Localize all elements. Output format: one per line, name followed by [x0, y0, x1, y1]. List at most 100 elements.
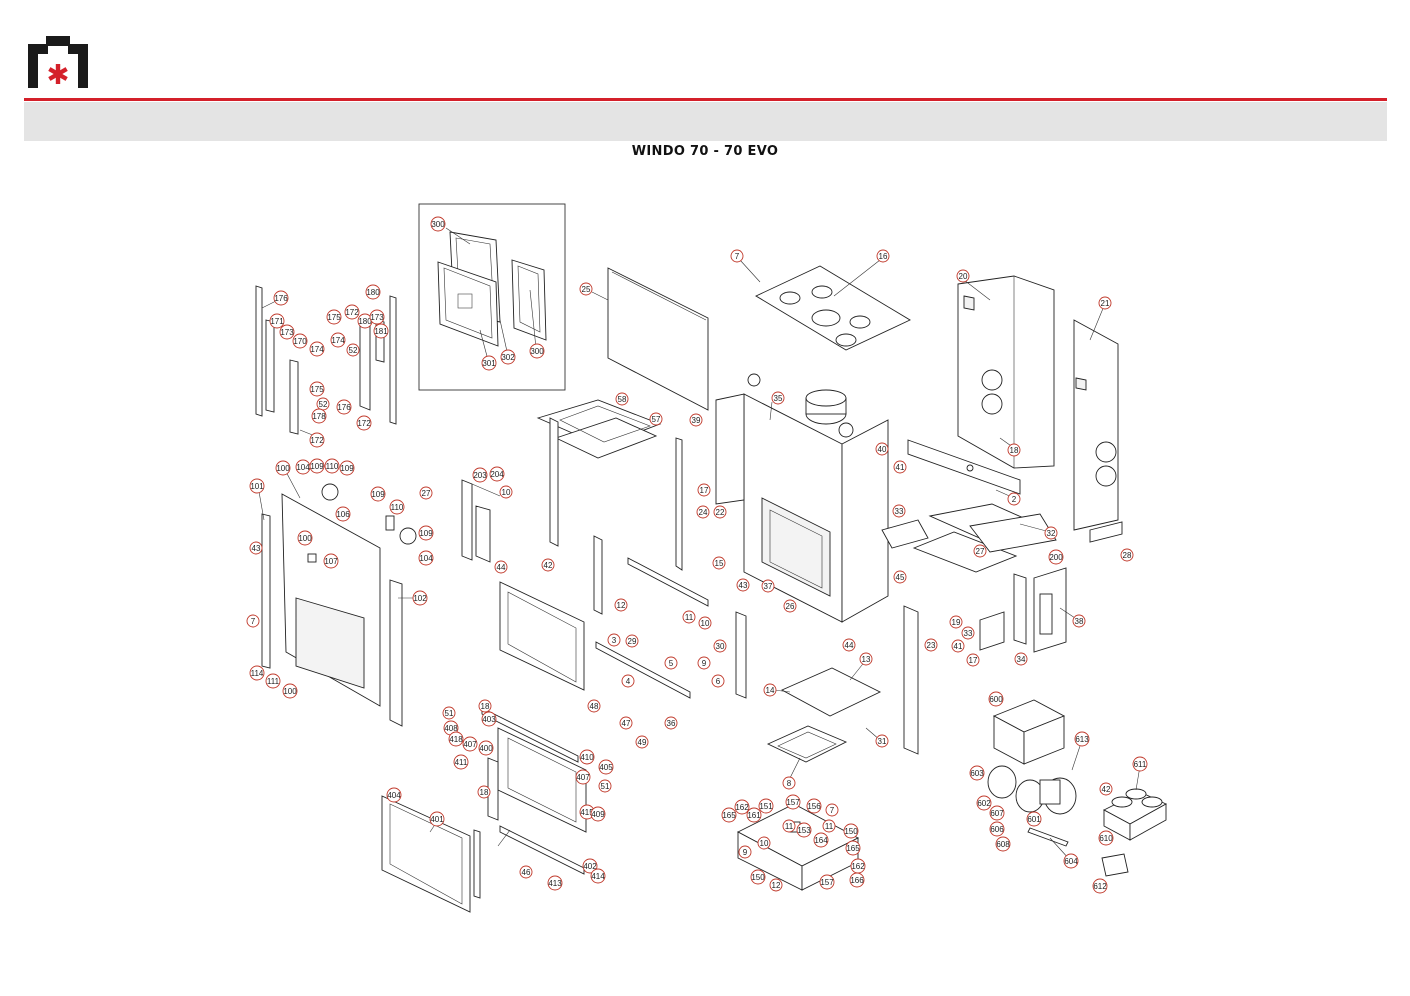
callout-circle — [1007, 443, 1021, 457]
part-callout: 410 — [579, 749, 595, 765]
callout-circle — [519, 865, 533, 879]
part-callout: 2 — [1007, 492, 1021, 506]
callout-circle — [369, 309, 385, 325]
callout-number: 300 — [530, 347, 544, 356]
callout-number: 109 — [310, 462, 324, 471]
callout-circle — [697, 656, 711, 670]
callout-number: 402 — [583, 862, 597, 871]
callout-number: 37 — [764, 582, 773, 591]
part-callout: 613 — [1074, 731, 1090, 747]
callout-circle — [961, 626, 975, 640]
part-callout: 109 — [309, 458, 325, 474]
part-callout: 150 — [843, 823, 859, 839]
part-callout: 35 — [771, 391, 785, 405]
part-callout: 608 — [995, 836, 1011, 852]
callout-circle — [635, 735, 649, 749]
callout-number: 41 — [896, 463, 905, 472]
callout-circle — [478, 740, 494, 756]
part-callout: 27 — [973, 544, 987, 558]
callout-number: 178 — [312, 412, 326, 421]
callout-number: 418 — [449, 735, 463, 744]
part-callout: 36 — [664, 716, 678, 730]
callout-number: 174 — [331, 336, 345, 345]
callout-circle — [309, 432, 325, 448]
callout-number: 181 — [374, 327, 388, 336]
callout-number: 405 — [599, 763, 613, 772]
callout-number: 164 — [814, 836, 828, 845]
part-callout: 414 — [590, 868, 606, 884]
callout-number: 38 — [1075, 617, 1084, 626]
callout-number: 109 — [371, 490, 385, 499]
part-callout: 13 — [859, 652, 873, 666]
callout-circle — [579, 282, 593, 296]
part-callout: 4 — [621, 674, 635, 688]
callout-circle — [976, 795, 992, 811]
callout-number: 20 — [959, 272, 968, 281]
part-callout: 100 — [297, 530, 313, 546]
callout-number: 47 — [622, 719, 631, 728]
callout-circle — [590, 806, 606, 822]
part-callout: 301 — [481, 355, 497, 371]
callout-number: 35 — [774, 394, 783, 403]
callout-number: 411 — [455, 758, 468, 767]
callout-circle — [782, 776, 796, 790]
callout-number: 10 — [760, 839, 769, 848]
callout-circle — [462, 736, 478, 752]
callout-circle — [442, 706, 456, 720]
callout-circle — [713, 505, 727, 519]
callout-number: 2 — [1012, 495, 1017, 504]
callout-number: 156 — [807, 802, 821, 811]
callout-circle — [721, 807, 737, 823]
callout-number: 44 — [845, 641, 854, 650]
callout-number: 175 — [310, 385, 324, 394]
callout-circle — [1092, 878, 1108, 894]
callout-number: 172 — [345, 308, 359, 317]
callout-circle — [713, 639, 727, 653]
callout-circle — [323, 553, 339, 569]
callout-circle — [966, 653, 980, 667]
part-callout: 602 — [976, 795, 992, 811]
callout-circle — [825, 803, 839, 817]
callout-number: 41 — [954, 642, 963, 651]
callout-number: 415 — [580, 808, 594, 817]
callout-number: 111 — [267, 677, 280, 686]
part-callout: 109 — [370, 486, 386, 502]
callout-number: 400 — [479, 744, 493, 753]
callout-circle — [806, 798, 822, 814]
callout-number: 17 — [969, 656, 978, 665]
callout-circle — [547, 875, 563, 891]
part-callout: 403 — [481, 711, 497, 727]
callout-layer: 3003013023001761711731701741755217817217… — [246, 216, 1148, 894]
callout-circle — [494, 560, 508, 574]
part-callout: 601 — [1026, 811, 1042, 827]
callout-circle — [273, 290, 289, 306]
callout-circle — [1026, 811, 1042, 827]
callout-circle — [763, 683, 777, 697]
part-callout: 7 — [730, 249, 744, 263]
part-callout: 162 — [734, 799, 750, 815]
callout-circle — [1072, 614, 1086, 628]
part-callout: 44 — [494, 560, 508, 574]
callout-number: 5 — [669, 659, 674, 668]
part-callout: 11 — [782, 819, 796, 833]
vertical-uprights — [549, 417, 919, 755]
callout-circle — [339, 460, 355, 476]
part-callout: 166 — [849, 872, 865, 888]
part-callout: 10 — [499, 485, 513, 499]
callout-circle — [949, 615, 963, 629]
bottom-plate — [766, 667, 882, 763]
part-callout: 418 — [448, 731, 464, 747]
callout-number: 45 — [896, 573, 905, 582]
upper-left-frame-assembly — [255, 285, 397, 439]
part-callout: 402 — [582, 858, 598, 874]
callout-number: 43 — [252, 544, 261, 553]
callout-number: 172 — [310, 436, 324, 445]
callout-circle — [598, 779, 612, 793]
callout-number: 109 — [419, 529, 433, 538]
callout-number: 170 — [293, 337, 307, 346]
part-callout: 5 — [664, 656, 678, 670]
part-callout: 18 — [1007, 443, 1021, 457]
part-callout: 165 — [721, 807, 737, 823]
callout-number: 27 — [422, 489, 431, 498]
callout-circle — [389, 499, 405, 515]
